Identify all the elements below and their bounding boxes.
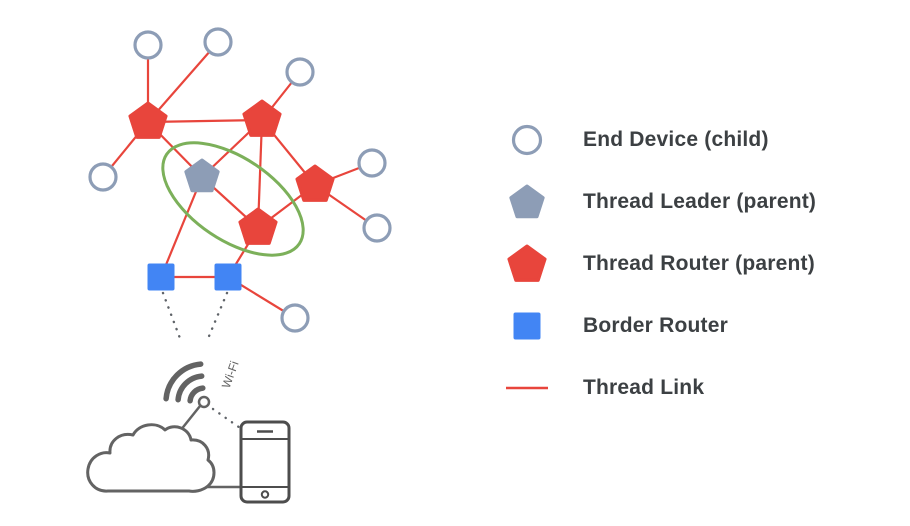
border-router-node-b1 (147, 263, 175, 291)
legend-item-thread-link: Thread Link (505, 366, 816, 410)
legend: End Device (child) Thread Leader (parent… (505, 118, 816, 428)
legend-item-end-device: End Device (child) (505, 118, 816, 162)
border-router-node-b2 (214, 263, 242, 291)
legend-label-thread-leader: Thread Leader (parent) (583, 190, 817, 213)
legend-item-thread-leader: Thread Leader (parent) (505, 180, 816, 224)
network-diagram: Wi-Fi (86, 27, 392, 504)
end-device-node-e6 (362, 213, 392, 243)
thread-router-icon (505, 242, 549, 286)
thread-leader-node (184, 158, 220, 193)
border-router-icon (505, 304, 549, 348)
legend-label-thread-link: Thread Link (583, 376, 705, 399)
legend-item-thread-router: Thread Router (parent) (505, 242, 816, 286)
end-device-node-e7 (280, 303, 310, 333)
infra-dotted-link-2 (211, 407, 245, 432)
end-device-icon (505, 118, 549, 162)
leader-highlight-ellipse (161, 141, 305, 257)
thread-leader-icon (505, 180, 549, 224)
thread-router-node-r3 (295, 164, 335, 202)
end-device-node-e2 (203, 27, 233, 57)
thread-link-r1-r2 (147, 118, 263, 124)
wifi-icon (163, 361, 211, 409)
legend-label-border-router: Border Router (583, 314, 728, 337)
infrastructure: Wi-Fi (86, 359, 291, 504)
end-device-node-e5 (357, 148, 387, 178)
thread-link-L-b1 (159, 176, 204, 278)
end-device-node-e1 (133, 30, 163, 60)
cloud-icon (86, 423, 216, 493)
thread-router-node-r1 (128, 101, 168, 139)
end-device-node-e4 (88, 162, 118, 192)
end-device-node-e3 (285, 57, 315, 87)
wifi-label: Wi-Fi (219, 359, 242, 390)
thread-link-e2-r1 (147, 41, 219, 123)
infra-dotted-link-0 (161, 291, 183, 343)
thread-router-node-r2 (242, 99, 282, 137)
legend-item-border-router: Border Router (505, 304, 816, 348)
legend-label-thread-router: Thread Router (parent) (583, 252, 815, 275)
smartphone-icon (239, 420, 291, 504)
legend-label-end-device: End Device (child) (583, 128, 769, 151)
thread-link-icon (505, 366, 549, 410)
network-layer (88, 27, 392, 432)
thread-router-node-r4 (238, 207, 278, 245)
infra-dotted-link-1 (205, 291, 229, 343)
